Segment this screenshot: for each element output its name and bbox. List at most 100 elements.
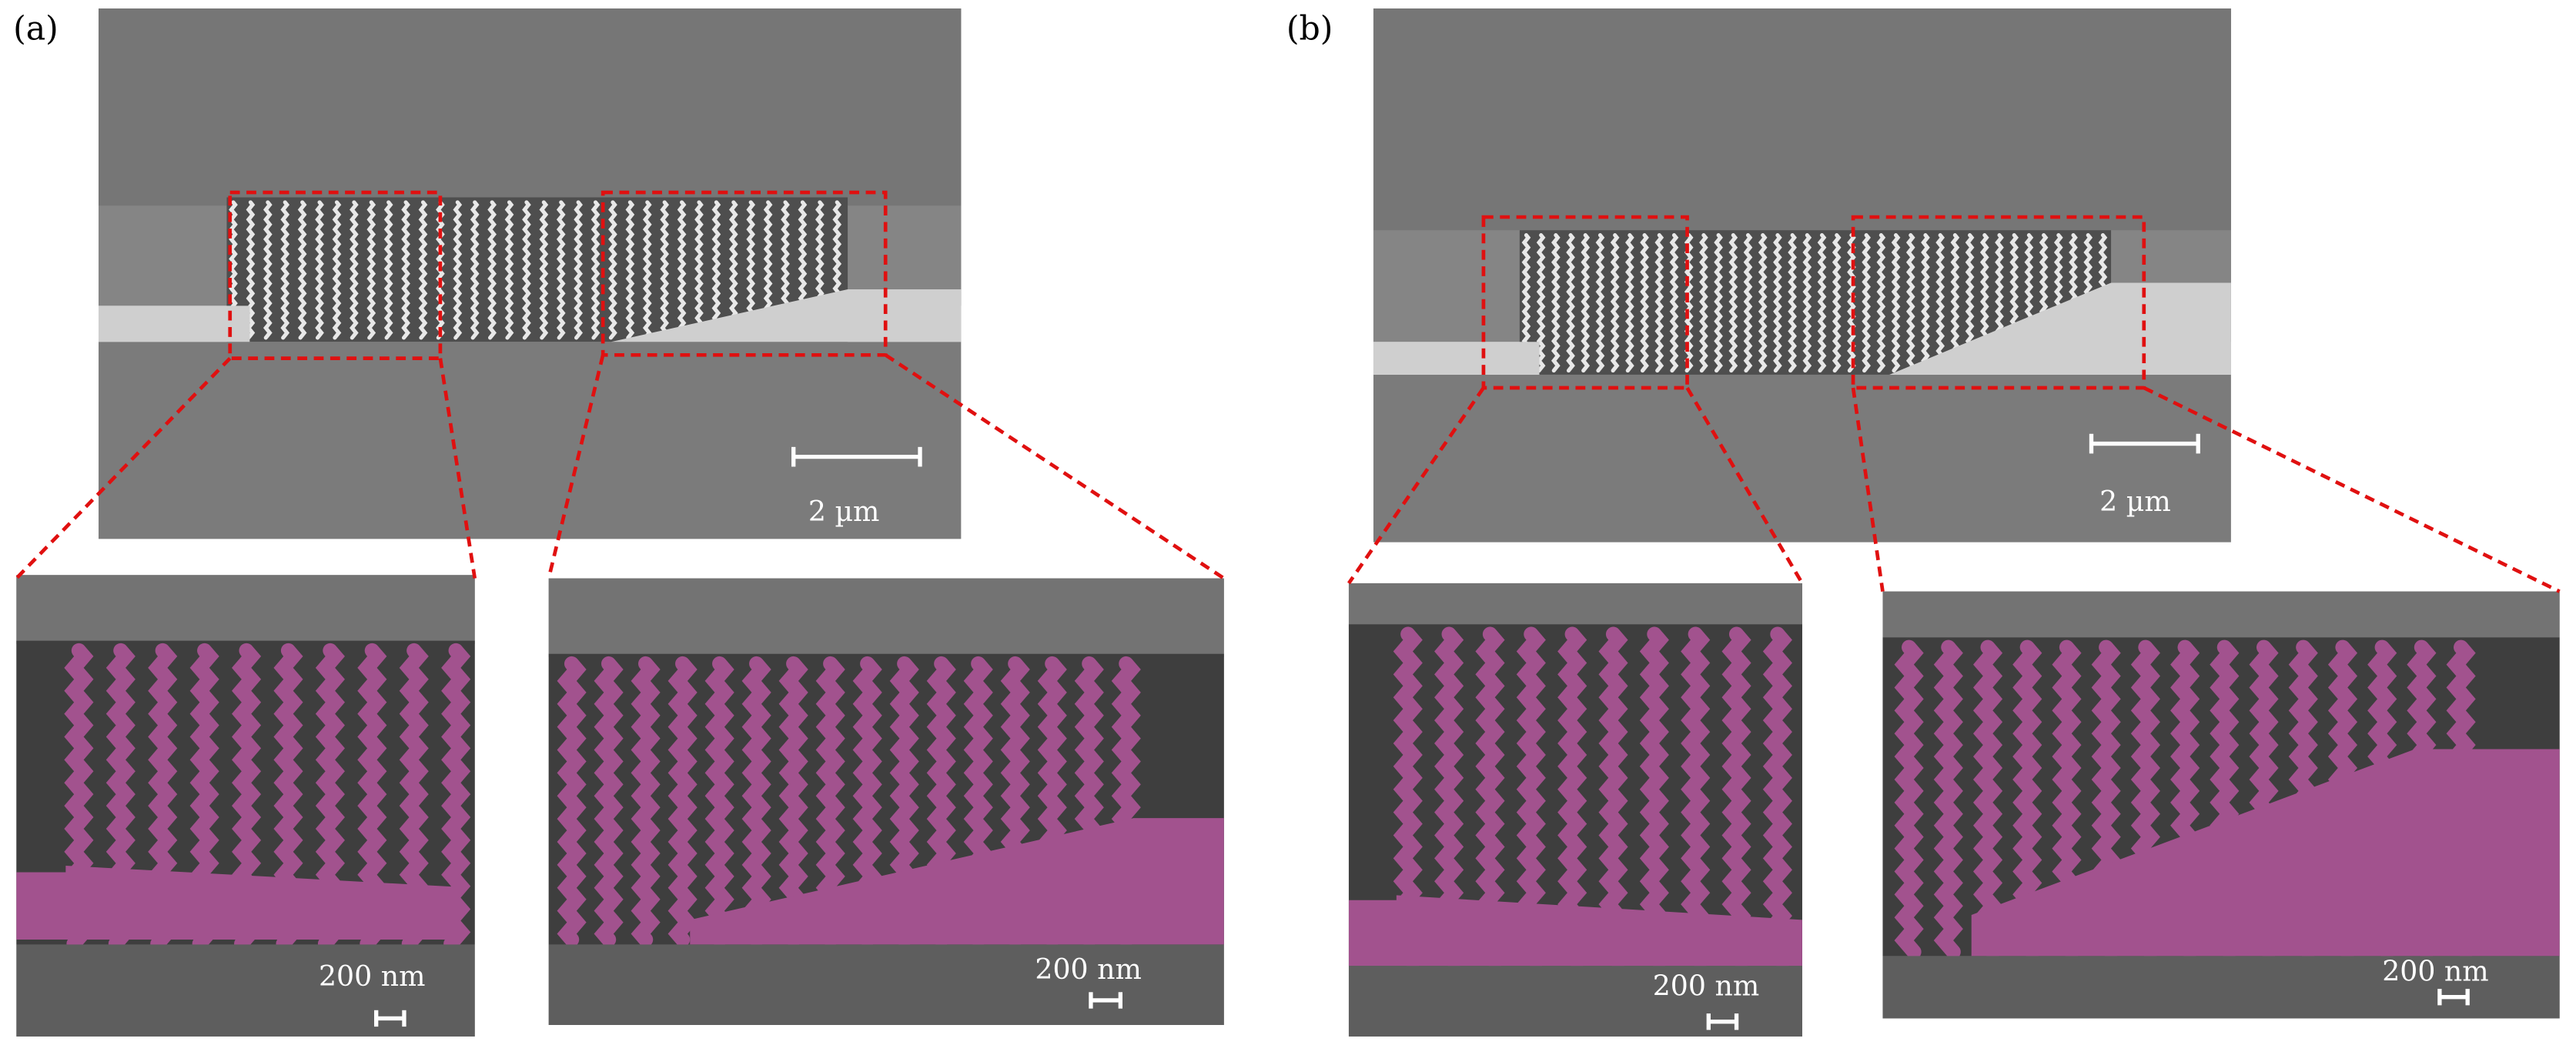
- panel-b-main-scale-text: 2 µm: [2099, 485, 2171, 518]
- grating-finger: [1728, 233, 1738, 373]
- grating-finger: [280, 200, 290, 340]
- grating-finger: [1699, 233, 1708, 373]
- panel-a-main-scale-text: 2 µm: [808, 495, 880, 528]
- highlighted-finger: [704, 656, 734, 947]
- highlighted-waveguide: [1348, 895, 1802, 967]
- grating-finger: [470, 200, 480, 340]
- grating-finger: [1788, 233, 1797, 373]
- panel-b-zoom-box-right: [1851, 215, 2146, 390]
- grating-finger: [1862, 233, 1871, 373]
- panel-b-inset-left-top: [1348, 583, 1802, 629]
- panel-b-inset-right-top: [1882, 591, 2560, 638]
- highlighted-finger: [667, 656, 698, 947]
- panel-a-zoom-box-left: [228, 190, 443, 360]
- grating-finger: [401, 200, 410, 340]
- grating-finger: [590, 200, 601, 340]
- zoom-line: [2143, 386, 2561, 593]
- grating-finger: [711, 200, 721, 340]
- grating-finger: [1536, 233, 1546, 373]
- grating-finger: [263, 200, 273, 340]
- zoom-line: [547, 354, 605, 579]
- grating-finger: [1684, 233, 1694, 373]
- panel-b-left-inset-scale-text: 200 nm: [1653, 970, 1760, 1003]
- grating-finger: [522, 200, 531, 340]
- grating-finger: [556, 200, 566, 340]
- grating-finger: [297, 200, 307, 340]
- panel-b-zoom-box-left: [1481, 215, 1689, 390]
- grating-finger: [1773, 233, 1782, 373]
- panel-b-label: (b): [1286, 10, 1333, 48]
- highlighted-finger: [1973, 639, 2003, 960]
- grating-finger: [1743, 233, 1753, 373]
- grating-finger: [1891, 233, 1901, 373]
- highlighted-finger: [631, 656, 661, 947]
- grating-finger: [246, 200, 256, 340]
- grating-finger: [1758, 233, 1768, 373]
- highlighted-waveguide: [1971, 749, 2560, 957]
- grating-finger: [366, 200, 376, 340]
- zoom-line: [1851, 387, 1885, 592]
- highlighted-finger: [557, 656, 587, 947]
- grating-finger: [1654, 233, 1664, 373]
- grating-finger: [1669, 233, 1679, 373]
- grating-finger: [1551, 233, 1561, 373]
- panel-a-inset-right-bottom: [548, 944, 1224, 1025]
- grating-finger: [1832, 233, 1842, 373]
- highlighted-waveguide: [16, 865, 460, 940]
- grating-finger: [677, 200, 687, 340]
- panel-a-zoom-box-right: [601, 190, 888, 357]
- grating-finger: [608, 200, 617, 340]
- output-taper: [611, 289, 962, 342]
- grating-finger: [1905, 233, 1915, 373]
- grating-finger: [625, 200, 635, 340]
- grating-finger: [1640, 233, 1649, 373]
- sem-substrate-top: [99, 8, 962, 206]
- grating-finger: [1595, 233, 1605, 373]
- grating-finger: [539, 200, 549, 340]
- grating-finger: [1714, 233, 1723, 373]
- panel-a-label: (a): [13, 10, 59, 48]
- grating-finger: [1921, 233, 1930, 373]
- grating-finger: [332, 200, 342, 340]
- grating-finger: [350, 200, 359, 340]
- grating-finger: [315, 200, 324, 340]
- panel-a-inset-right-top: [548, 578, 1224, 657]
- grating-finger: [660, 200, 670, 340]
- grating-finger: [1566, 233, 1575, 373]
- highlighted-finger: [778, 656, 808, 947]
- grating-finger: [574, 200, 583, 340]
- input-taper: [99, 305, 250, 342]
- highlighted-finger: [741, 656, 771, 947]
- highlighted-finger: [1933, 639, 1963, 960]
- grating-finger: [383, 200, 393, 340]
- grating-finger: [642, 200, 652, 340]
- grating-finger: [1802, 233, 1812, 373]
- highlighted-waveguide: [690, 818, 1224, 945]
- panel-a-inset-left-top: [16, 575, 475, 644]
- grating-finger: [694, 200, 704, 340]
- panel-a-left-inset-scale-text: 200 nm: [319, 960, 426, 993]
- grating-finger: [487, 200, 497, 340]
- highlighted-finger: [594, 656, 624, 947]
- grating-finger: [1625, 233, 1634, 373]
- zoom-line: [438, 358, 477, 579]
- grating-finger: [1610, 233, 1620, 373]
- grating-finger: [453, 200, 463, 340]
- grating-finger: [504, 200, 514, 340]
- zoom-line: [1347, 386, 1485, 585]
- highlighted-finger: [1598, 626, 1628, 970]
- grating-finger: [1935, 233, 1945, 373]
- panel-b-right-inset-scale-text: 200 nm: [2382, 954, 2489, 987]
- sem-substrate-top: [1373, 8, 2231, 231]
- highlighted-finger: [1762, 626, 1792, 970]
- zoom-line: [15, 356, 232, 580]
- panel-b-inset-right-bottom: [1882, 956, 2560, 1019]
- grating-finger: [418, 200, 428, 340]
- grating-finger: [1876, 233, 1886, 373]
- grating-finger: [1817, 233, 1827, 373]
- highlighted-finger: [1894, 639, 1924, 960]
- panel-b-inset-left-bottom: [1348, 966, 1802, 1037]
- highlighted-finger: [1681, 626, 1711, 970]
- panel-a-inset-left-bottom: [16, 944, 475, 1037]
